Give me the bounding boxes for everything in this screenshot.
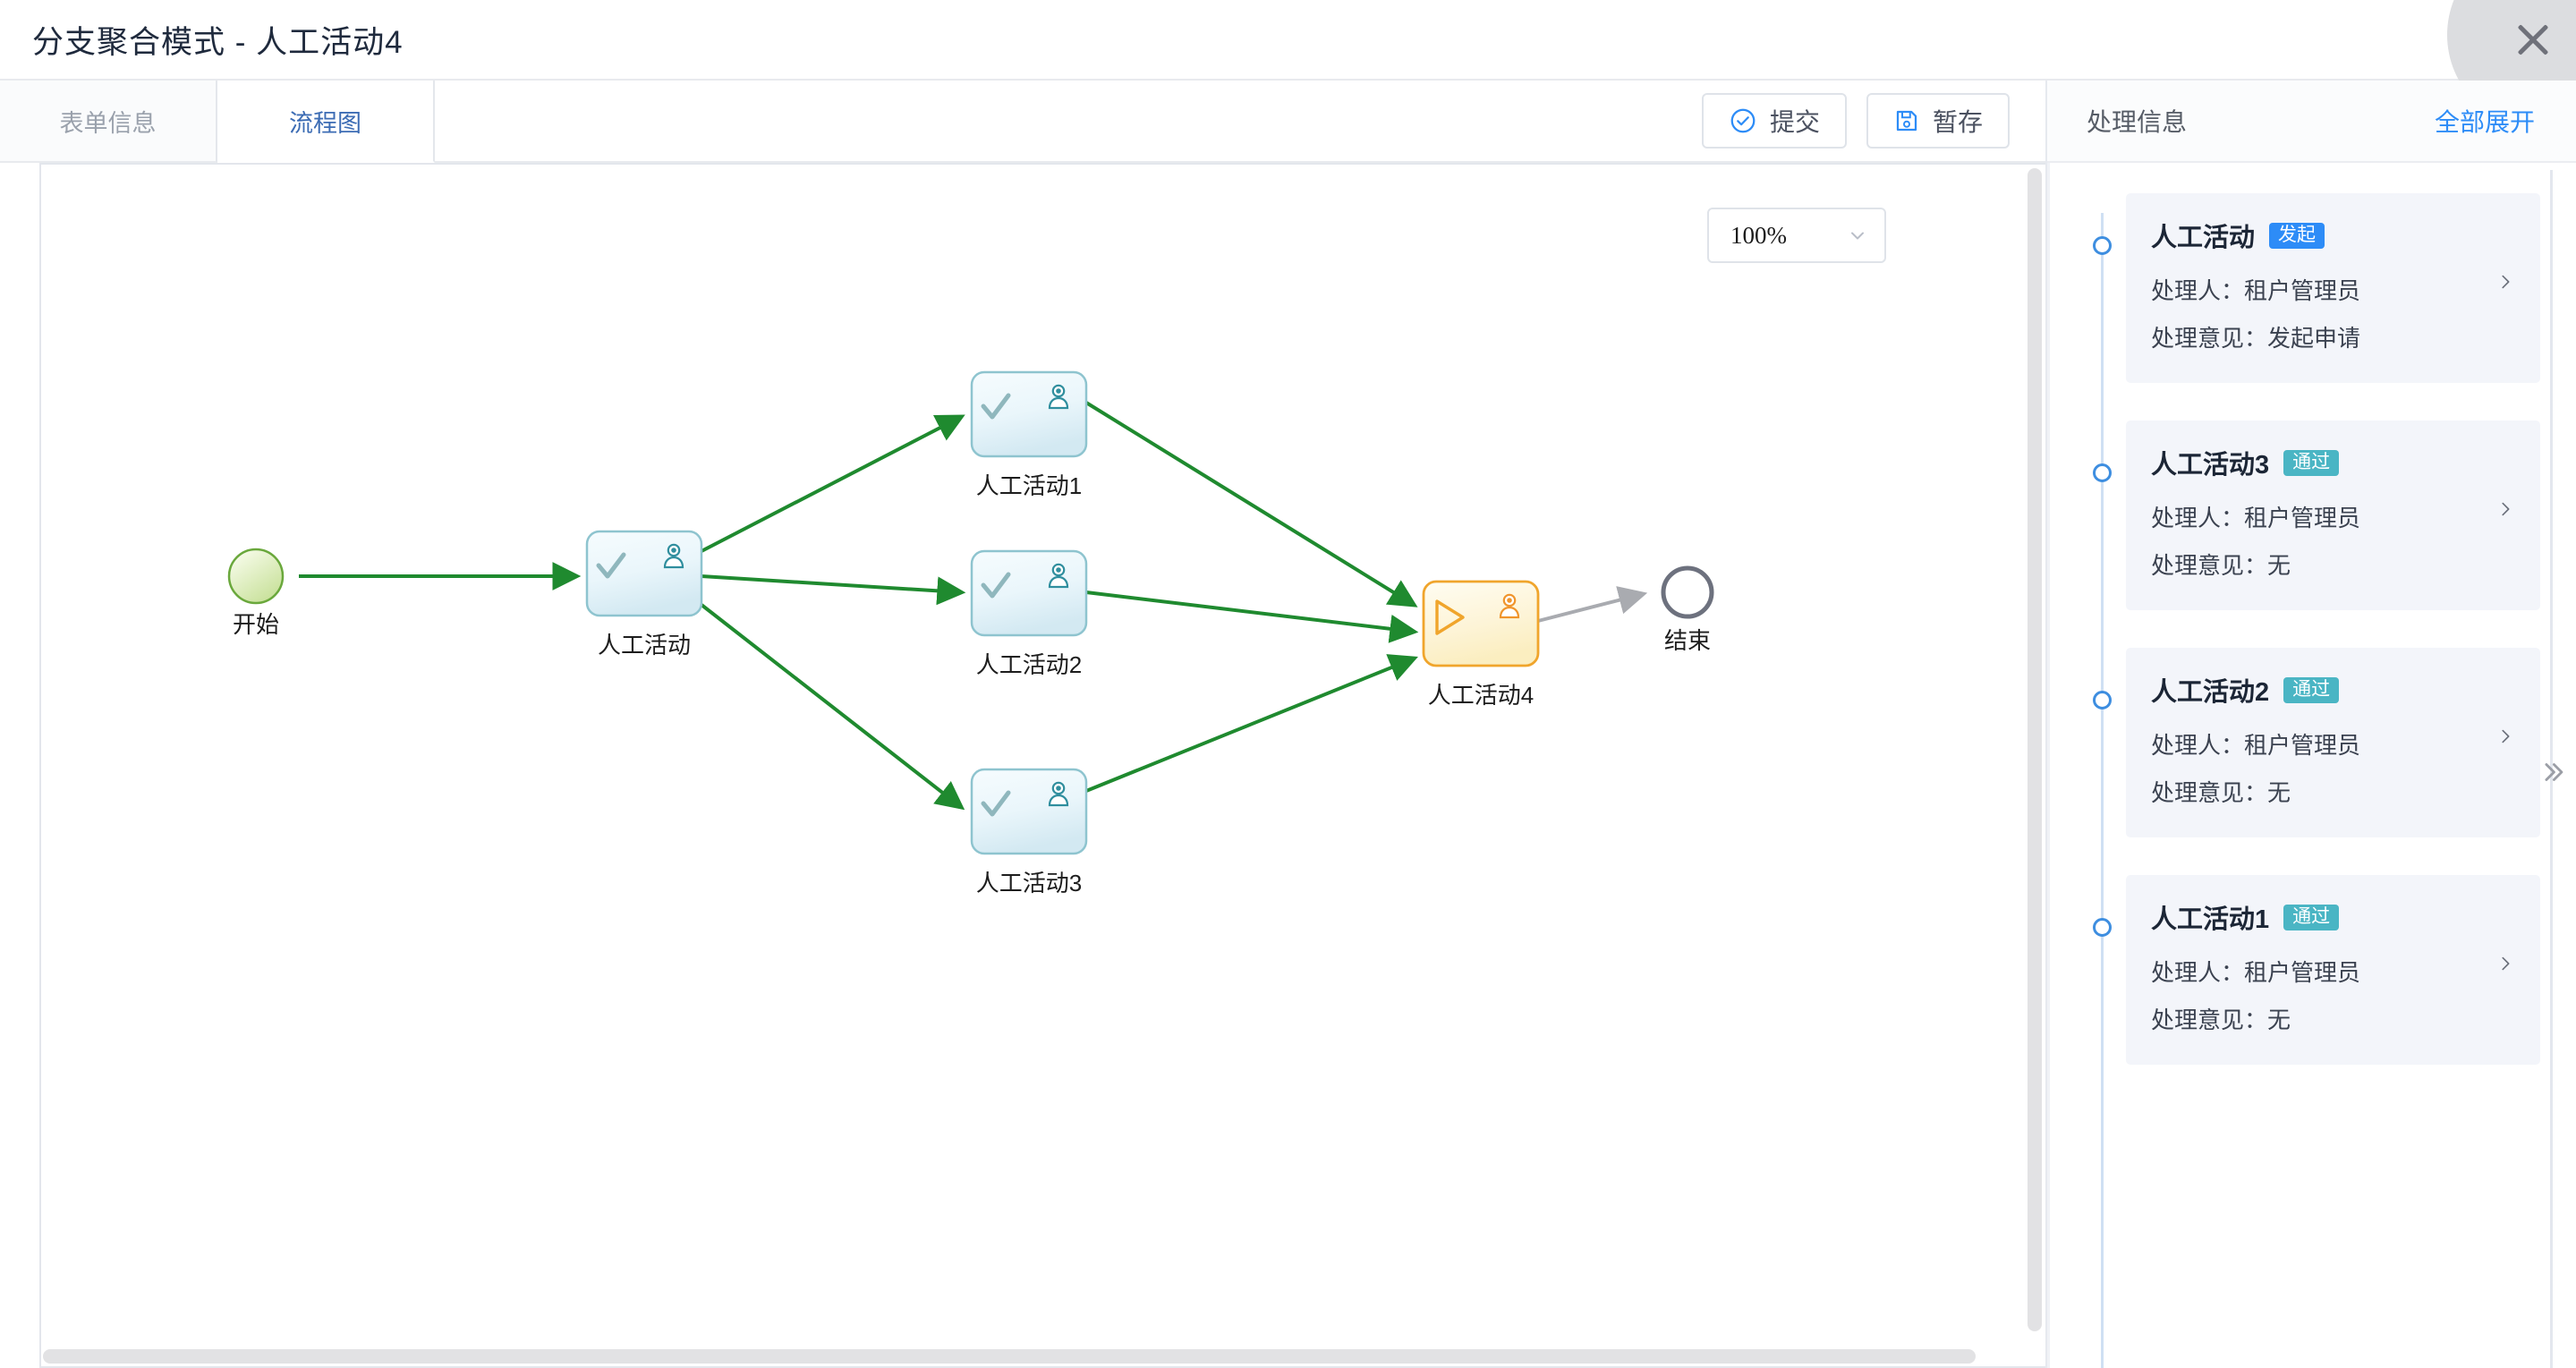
floppy-disk-icon [1893, 107, 1920, 134]
check-mark-icon [596, 552, 626, 579]
person-icon [1499, 593, 1520, 619]
flow-canvas[interactable]: 开始 人工活动 [39, 163, 2045, 1368]
timeline-handler: 处理人：租户管理员 [2151, 505, 2361, 531]
submit-button-label: 提交 [1769, 108, 1820, 136]
chevron-right-icon[interactable] [2495, 499, 2513, 517]
tab-bar-spacer [435, 81, 1702, 163]
flow-edges [299, 401, 1648, 811]
canvas-horizontal-scrollbar[interactable] [41, 1347, 2045, 1366]
page-title: 分支聚合模式 - 人工活动4 [32, 24, 404, 60]
timeline-card-header: 人工活动1 通过 [2151, 898, 2510, 936]
chevron-right-icon[interactable] [2495, 272, 2513, 290]
node-task-1-label: 人工活动1 [976, 472, 1082, 499]
timeline-handler: 处理人：租户管理员 [2151, 277, 2361, 304]
chevron-right-icon[interactable] [2495, 954, 2513, 972]
check-mark-icon [981, 790, 1011, 817]
timeline-opinion: 处理意见：无 [2151, 779, 2291, 806]
submit-button[interactable]: 提交 [1701, 93, 1847, 149]
person-icon [663, 543, 684, 569]
timeline-opinion: 处理意见：无 [2151, 1007, 2291, 1033]
save-draft-button-label: 暂存 [1932, 108, 1983, 136]
node-task-2[interactable]: 人工活动2 [970, 549, 1088, 678]
node-start[interactable]: 开始 [227, 548, 285, 638]
status-badge: 通过 [2283, 449, 2340, 476]
close-icon[interactable] [2513, 20, 2553, 59]
title-bar: 分支聚合模式 - 人工活动4 [0, 0, 2576, 129]
person-icon [1048, 384, 1069, 410]
chevron-down-icon [1847, 225, 1868, 246]
tab-form-info[interactable]: 表单信息 [0, 81, 217, 163]
person-icon [1048, 563, 1069, 589]
status-badge: 发起 [2269, 222, 2325, 249]
node-task-4-label: 人工活动4 [1428, 682, 1534, 709]
node-task-3[interactable]: 人工活动3 [970, 768, 1088, 896]
tab-bar: 表单信息 流程图 提交 [0, 81, 2045, 163]
zoom-level-select[interactable]: 100% [1707, 208, 1886, 263]
check-mark-icon [981, 393, 1011, 420]
canvas-vertical-scrollbar-thumb[interactable] [2028, 168, 2042, 1331]
timeline-dot-icon [2093, 918, 2112, 937]
status-badge: 通过 [2283, 676, 2340, 703]
timeline-card[interactable]: 人工活动 发起 处理人：租户管理员 处理意见：发起申请 [2126, 193, 2540, 383]
timeline-card-title: 人工活动 [2151, 224, 2256, 252]
timeline-dot-icon [2093, 236, 2112, 255]
panel-left-edge [2047, 163, 2050, 1368]
save-draft-button[interactable]: 暂存 [1866, 93, 2010, 149]
timeline-item: 人工活动1 通过 处理人：租户管理员 处理意见：无 [2047, 875, 2540, 1065]
node-end-label: 结束 [1664, 627, 1711, 654]
timeline-opinion: 处理意见：无 [2151, 552, 2291, 579]
timeline-card-header: 人工活动2 通过 [2151, 671, 2510, 709]
check-mark-icon [981, 572, 1011, 599]
timeline-dot-icon [2093, 691, 2112, 709]
toolbar-actions: 提交 暂存 [1701, 81, 2045, 163]
timeline-handler: 处理人：租户管理员 [2151, 959, 2361, 986]
person-icon [1048, 781, 1069, 807]
process-info-panel: 处理信息 全部展开 人工活动 发起 处理人：租户管理员 处理意见：发起申请 [2047, 81, 2576, 1368]
node-task-4-current[interactable]: 人工活动4 [1422, 580, 1540, 709]
timeline-card-header: 人工活动 发起 [2151, 217, 2510, 254]
node-task-3-label: 人工活动3 [976, 870, 1082, 896]
status-badge: 通过 [2283, 904, 2340, 930]
timeline-card-header: 人工活动3 通过 [2151, 444, 2510, 481]
play-triangle-icon [1435, 599, 1465, 635]
zoom-level-value: 100% [1730, 221, 1787, 249]
process-timeline: 人工活动 发起 处理人：租户管理员 处理意见：发起申请 [2047, 163, 2576, 1368]
double-chevron-right-icon [2538, 757, 2568, 792]
timeline-card[interactable]: 人工活动1 通过 处理人：租户管理员 处理意见：无 [2126, 875, 2540, 1065]
timeline-connector-line [2101, 213, 2104, 1368]
timeline-item: 人工活动2 通过 处理人：租户管理员 处理意见：无 [2047, 648, 2540, 837]
timeline-handler: 处理人：租户管理员 [2151, 732, 2361, 759]
timeline-card-title: 人工活动2 [2151, 678, 2270, 707]
timeline-item: 人工活动3 通过 处理人：租户管理员 处理意见：无 [2047, 421, 2540, 610]
node-end[interactable]: 结束 [1661, 565, 1714, 654]
main-pane: 表单信息 流程图 提交 [0, 81, 2047, 1368]
node-task-0[interactable]: 人工活动 [585, 530, 703, 659]
canvas-vertical-scrollbar[interactable] [2024, 165, 2045, 1366]
flow-diagram-svg: 开始 人工活动 [227, 370, 1714, 896]
node-task-0-label: 人工活动 [598, 632, 691, 659]
process-info-header: 处理信息 全部展开 [2047, 81, 2576, 163]
timeline-item: 人工活动 发起 处理人：租户管理员 处理意见：发起申请 [2047, 193, 2540, 383]
timeline-card-title: 人工活动3 [2151, 451, 2270, 480]
node-start-label: 开始 [233, 611, 279, 638]
dialog-body: 表单信息 流程图 提交 [0, 81, 2576, 1368]
timeline-opinion: 处理意见：发起申请 [2151, 325, 2361, 352]
node-task-1[interactable]: 人工活动1 [970, 370, 1088, 499]
chevron-right-icon[interactable] [2495, 726, 2513, 744]
node-task-2-label: 人工活动2 [976, 651, 1082, 678]
timeline-card-title: 人工活动1 [2151, 905, 2270, 934]
timeline-card[interactable]: 人工活动3 通过 处理人：租户管理员 处理意见：无 [2126, 421, 2540, 610]
check-circle-icon [1729, 106, 1757, 135]
expand-all-link[interactable]: 全部展开 [2434, 108, 2535, 136]
process-info-title: 处理信息 [2087, 108, 2188, 136]
canvas-horizontal-scrollbar-thumb[interactable] [43, 1349, 1976, 1364]
timeline-card[interactable]: 人工活动2 通过 处理人：租户管理员 处理意见：无 [2126, 648, 2540, 837]
collapse-panel-button[interactable] [2529, 747, 2576, 801]
timeline-dot-icon [2093, 463, 2112, 482]
tab-flow-chart[interactable]: 流程图 [217, 81, 435, 163]
